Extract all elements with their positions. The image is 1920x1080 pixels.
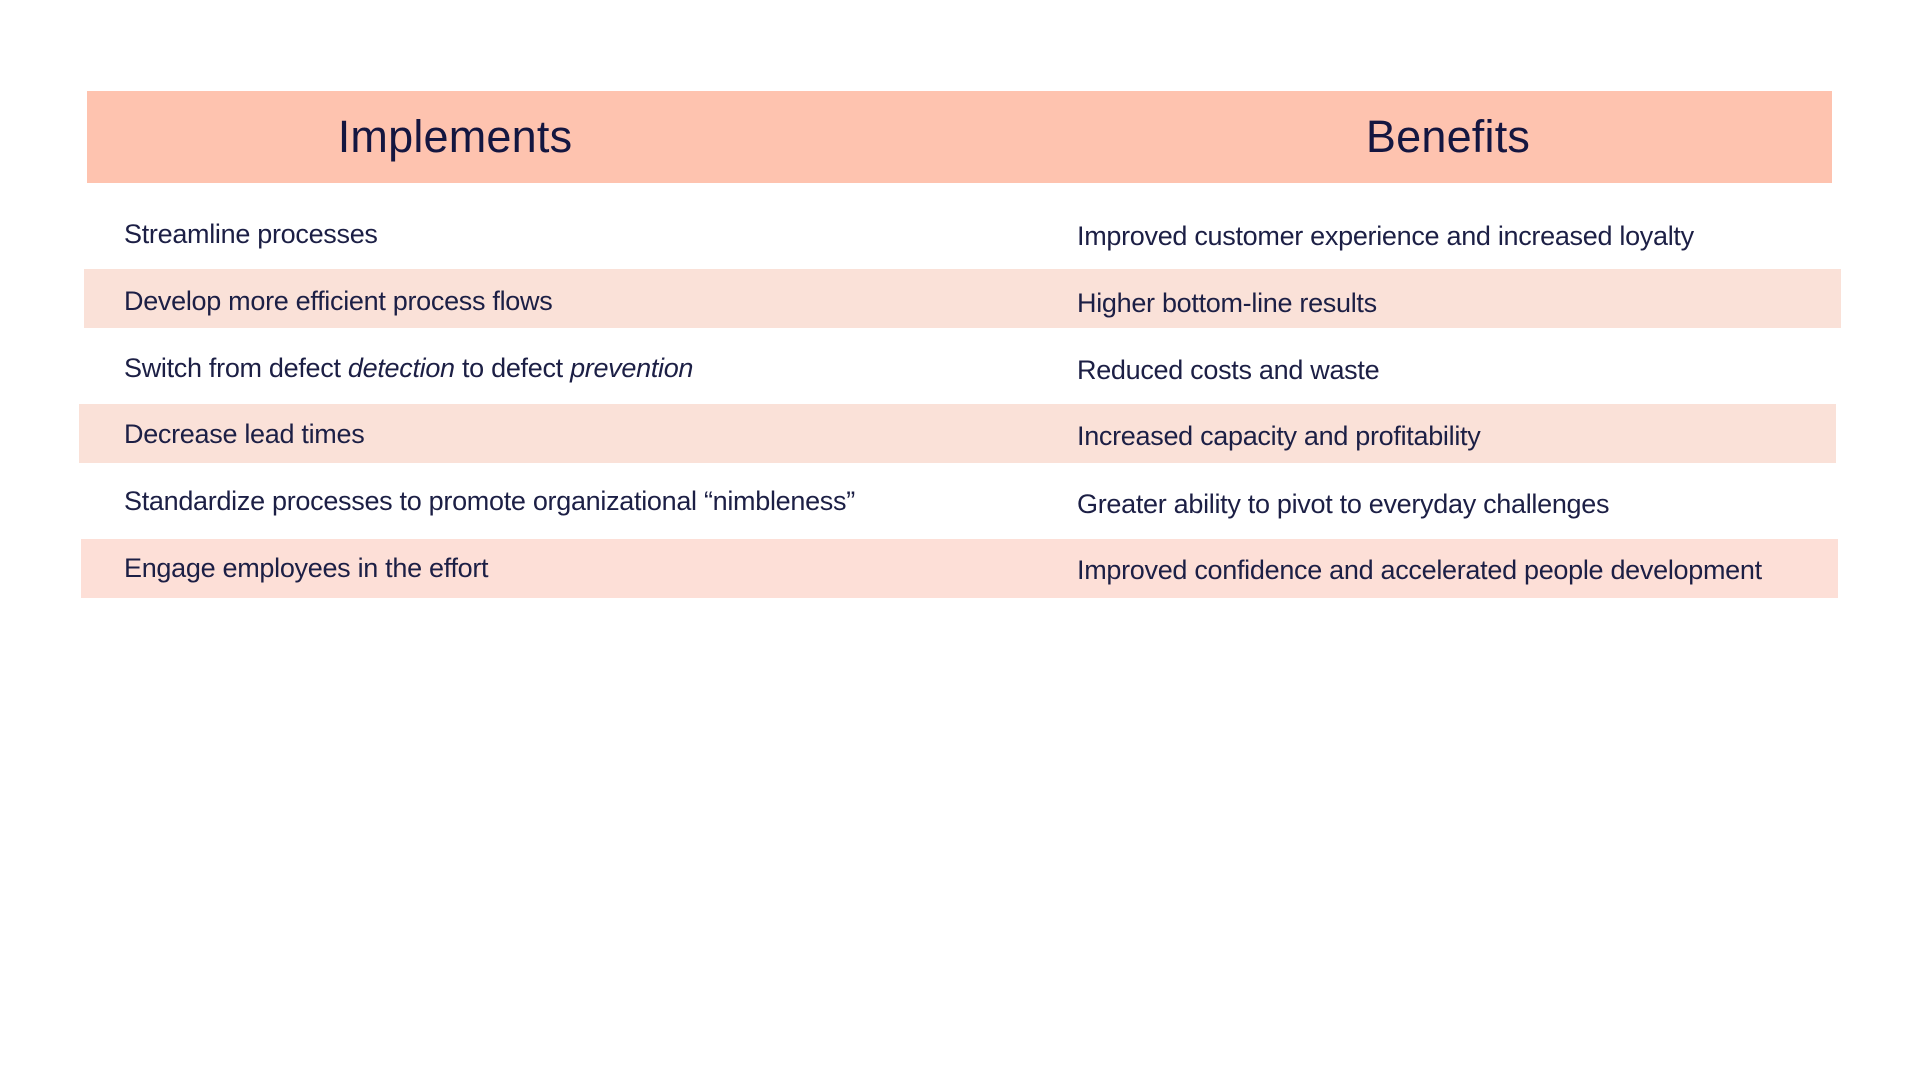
table-header: Implements Benefits xyxy=(87,91,1832,183)
row-band-highlight xyxy=(84,269,1841,328)
benefit-cell: Reduced costs and waste xyxy=(1077,355,1380,385)
benefit-cell: Increased capacity and profitability xyxy=(1077,421,1481,451)
implement-cell: Streamline processes xyxy=(124,219,378,249)
implement-emphasis-detection: detection xyxy=(347,353,455,383)
benefit-cell: Greater ability to pivot to everyday cha… xyxy=(1077,489,1610,519)
row-band-highlight xyxy=(79,404,1836,463)
implement-text: to defect xyxy=(454,353,571,383)
implement-text: Switch from defect xyxy=(124,353,348,383)
header-benefits: Benefits xyxy=(1365,111,1531,162)
implement-cell: Decrease lead times xyxy=(124,419,365,449)
implement-emphasis-prevention: prevention xyxy=(570,353,694,383)
implement-cell: Develop more efficient process flows xyxy=(124,286,553,316)
benefit-cell: Improved customer experience and increas… xyxy=(1077,221,1694,251)
implement-cell: Engage employees in the effort xyxy=(124,553,489,583)
implement-cell: Standardize processes to promote organiz… xyxy=(124,486,855,516)
benefit-cell: Improved confidence and accelerated peop… xyxy=(1077,555,1762,585)
row-band-highlight xyxy=(81,539,1838,598)
benefit-cell: Higher bottom-line results xyxy=(1077,288,1377,318)
implement-cell: Switch from defect detection to defect p… xyxy=(124,352,693,384)
header-implements: Implements xyxy=(337,111,573,162)
